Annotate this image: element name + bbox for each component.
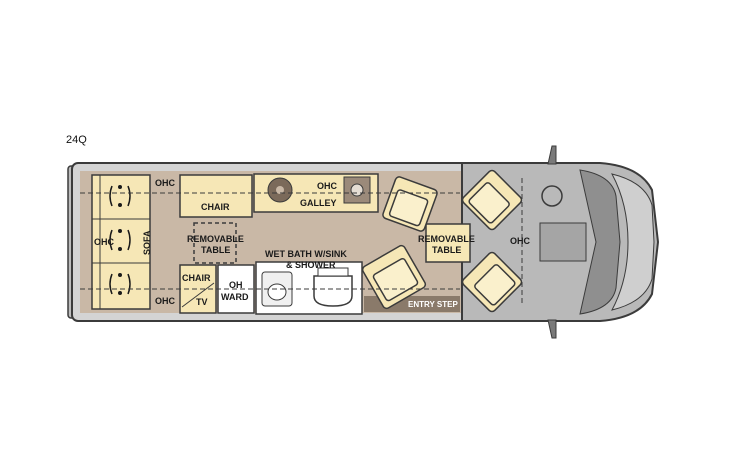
overhead-cabinet-outline bbox=[80, 178, 523, 306]
ohc-front-label: OHC bbox=[510, 236, 531, 246]
removable-table-right-label-1: REMOVABLE bbox=[418, 234, 475, 244]
swivel-chairs bbox=[361, 169, 523, 313]
removable-table-right bbox=[425, 223, 471, 263]
oh-ward-label-2: WARD bbox=[221, 292, 249, 302]
stove-burner-icon bbox=[276, 186, 284, 194]
seatbelt-icon bbox=[109, 185, 131, 295]
wet-bath-label-1: WET BATH W/SINK bbox=[265, 249, 347, 259]
oh-ward-label-1: OH bbox=[229, 280, 243, 290]
removable-table-left-label-2: TABLE bbox=[201, 245, 230, 255]
swivel-chair bbox=[382, 176, 438, 232]
sofa bbox=[91, 174, 151, 310]
sofa-label: SOFA bbox=[142, 230, 152, 255]
removable-table-left-label-1: REMOVABLE bbox=[187, 234, 244, 244]
entry-step-label: ENTRY STEP bbox=[408, 300, 458, 309]
swivel-chair bbox=[361, 244, 427, 310]
galley-label: GALLEY bbox=[300, 198, 337, 208]
mirror-top-icon bbox=[547, 145, 557, 165]
swivel-chair bbox=[461, 251, 523, 313]
ohc-top-left-label: OHC bbox=[155, 178, 176, 188]
toilet-tank-icon bbox=[317, 267, 349, 277]
removable-table-left bbox=[193, 222, 237, 264]
sofa-base bbox=[91, 174, 151, 310]
wet-bath bbox=[255, 261, 363, 315]
bath-sink-basin-icon bbox=[267, 283, 287, 301]
removable-table-right-label-2: TABLE bbox=[432, 245, 461, 255]
chair-small-label: CHAIR bbox=[182, 273, 211, 283]
swivel-chair bbox=[461, 169, 523, 231]
ohc-left-label: OHC bbox=[94, 237, 115, 247]
tv-line bbox=[181, 282, 215, 308]
toilet-icon bbox=[313, 275, 353, 307]
steering-wheel-icon bbox=[541, 185, 563, 207]
dashboard bbox=[539, 222, 587, 262]
ohc-bottom-left-label: OHC bbox=[155, 296, 176, 306]
model-label: 24Q bbox=[66, 134, 87, 146]
chair-top bbox=[179, 174, 253, 218]
chair-top-label: CHAIR bbox=[201, 202, 230, 212]
wet-bath-label-2: & SHOWER bbox=[286, 260, 336, 270]
seatbelt-buckle-icon bbox=[118, 185, 122, 295]
sink-drain-icon bbox=[350, 183, 364, 197]
hood bbox=[611, 173, 655, 311]
ohc-galley-label: OHC bbox=[317, 181, 338, 191]
windshield bbox=[579, 169, 621, 315]
labels: OHC OHC OHC OHC SOFA CHAIR REMOVABLE TAB… bbox=[94, 178, 531, 309]
tv-label: TV bbox=[196, 297, 208, 307]
mirror-bottom-icon bbox=[547, 319, 557, 339]
